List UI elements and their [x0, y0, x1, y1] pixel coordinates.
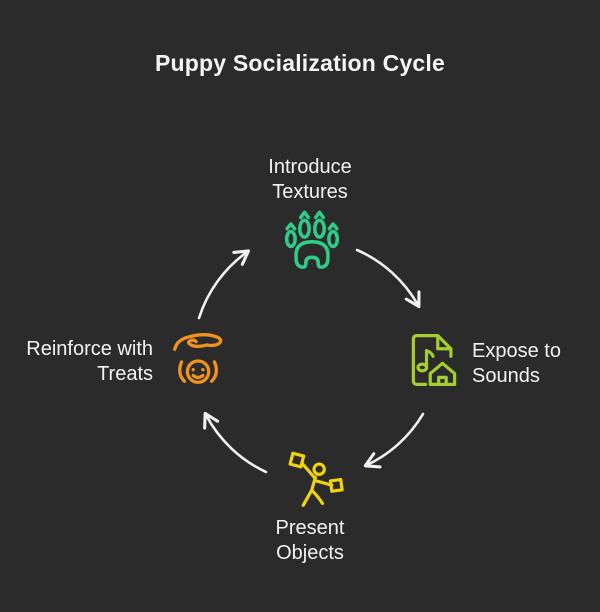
arrow-top-to-right-icon	[355, 248, 421, 309]
node-label-line: Sounds	[472, 365, 540, 387]
node-label-reinforce-with-treats: Reinforce with Treats	[10, 337, 153, 387]
node-label-line: Objects	[276, 542, 344, 564]
arrow-bottom-to-left-icon	[203, 411, 268, 474]
node-label-line: Textures	[272, 181, 348, 203]
person-presenting-objects-icon	[288, 451, 344, 507]
node-label-line: Expose to	[472, 340, 561, 362]
arrow-left-to-top-icon	[197, 249, 251, 320]
diagram-title: Puppy Socialization Cycle	[154, 50, 446, 76]
node-label-expose-to-sounds: Expose to Sounds	[472, 339, 592, 389]
sound-document-house-icon	[411, 334, 457, 386]
node-label-line: Treats	[97, 363, 153, 385]
puppy-eye-icon	[201, 368, 205, 372]
node-label-line: Present	[275, 517, 345, 539]
node-label-introduce-textures: Introduce Textures	[185, 155, 435, 205]
paw-print-icon	[284, 210, 340, 269]
node-label-line: Introduce	[268, 156, 352, 178]
arrow-right-to-bottom-icon	[363, 412, 425, 469]
hand-petting-puppy-icon	[173, 333, 223, 384]
node-label-line: Reinforce with	[26, 338, 153, 360]
puppy-eye-icon	[191, 368, 195, 372]
node-label-present-objects: Present Objects	[185, 516, 435, 566]
